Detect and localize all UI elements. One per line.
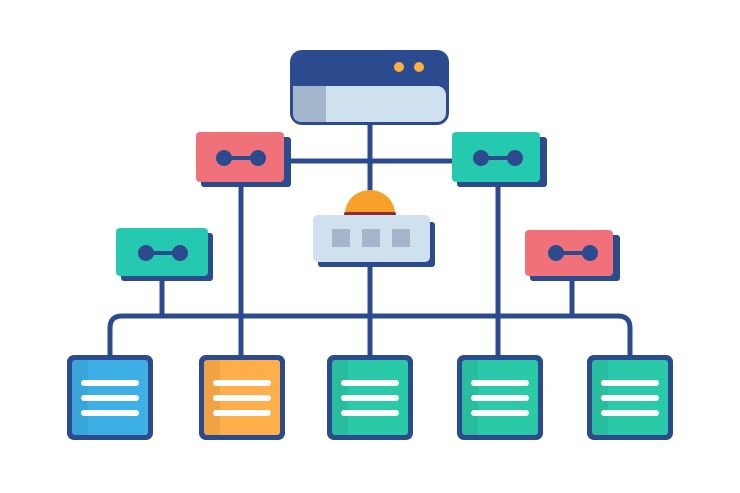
text-line <box>341 380 399 386</box>
text-line <box>81 395 139 401</box>
text-line <box>213 380 271 386</box>
alarm-dome-icon <box>345 190 395 214</box>
text-line <box>81 410 139 416</box>
router-icon-green-left <box>116 228 213 281</box>
browser-window-icon <box>290 50 449 125</box>
text-line <box>601 410 659 416</box>
text-line <box>341 410 399 416</box>
text-line <box>213 395 271 401</box>
document-icon-orange <box>199 355 285 440</box>
document-icon-green <box>457 355 543 440</box>
window-dot-icon <box>394 62 404 72</box>
connector-bottom-bus <box>107 313 633 358</box>
router-icon-green-top-right <box>452 132 547 187</box>
text-line <box>601 395 659 401</box>
text-line <box>213 410 271 416</box>
port-icon <box>362 229 380 247</box>
router-icon-red-right <box>525 230 620 281</box>
text-line <box>471 395 529 401</box>
connector-lines <box>107 122 633 358</box>
port-icon <box>332 229 350 247</box>
window-dot-icon <box>414 62 424 72</box>
text-line <box>81 380 139 386</box>
document-icon-green <box>587 355 673 440</box>
hub-switch-icon <box>313 190 435 267</box>
text-line <box>471 380 529 386</box>
text-line <box>471 410 529 416</box>
document-icon-blue <box>67 355 153 440</box>
port-icon <box>392 229 410 247</box>
text-line <box>601 380 659 386</box>
document-icon-green <box>327 355 413 440</box>
router-icon-red-top-left <box>196 132 291 187</box>
text-line <box>341 395 399 401</box>
